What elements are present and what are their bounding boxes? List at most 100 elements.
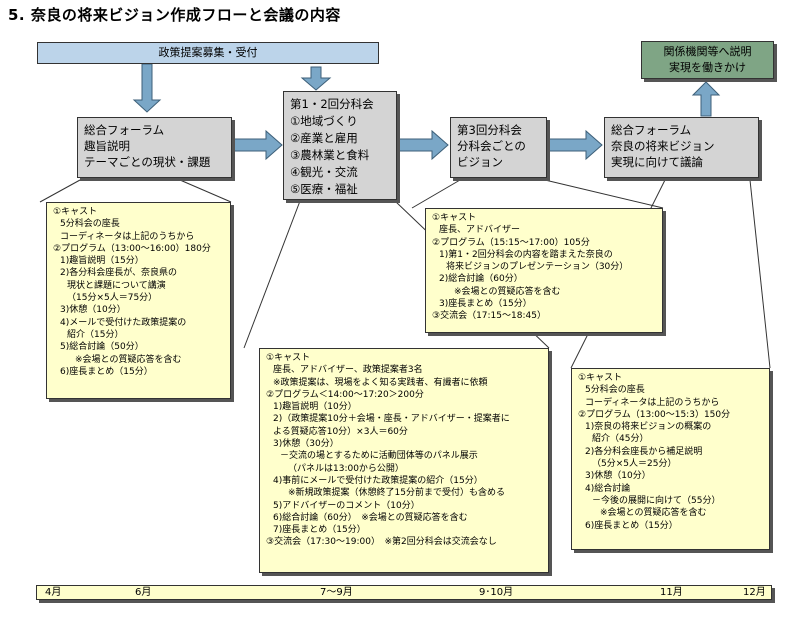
note-line: 2)（政策提案10分＋会場・座長・アドバイザー・提案者に [273,414,510,425]
note-line: ②プログラム＜14:00～17:20＞200分 [266,389,424,400]
callout-line-2a [243,200,301,349]
note-line: 現状と課題について講演 [67,280,166,291]
note-line: コーディネータは上記のうちから [60,231,195,242]
related-orgs-line: 実現を働きかけ [669,61,746,74]
note-line: 1)奈良の将来ビジョンの概案の [585,422,712,433]
timeline-month: 9･10月 [479,587,514,598]
forum1-line: 趣旨説明 [84,139,130,153]
note-line: 紹介（45分） [592,434,649,445]
arrow-down-1 [132,63,162,113]
note-line: 5)アドバイザーのコメント（10分） [273,500,420,511]
note-line: （15分×5人＝75分） [67,293,158,304]
timeline-month: 11月 [660,587,683,598]
note-line: －今後の展開に向けて（55分） [592,495,721,506]
subcommittee-3-line: ビジョン [457,155,503,169]
callout-line-1b [179,179,232,203]
note-line: ③交流会（17:30～19:00） ※第2回分科会は交流会なし [266,537,497,548]
arrow-down-2 [300,66,332,91]
arrow-right-2 [396,129,449,161]
subcommittee-theme: ②産業と雇用 [290,131,358,145]
note-line: （5分×5人＝25分） [592,459,677,470]
note-line: 3)休憩（10分） [585,471,651,482]
subcommittee-3-line: 第3回分科会 [457,123,522,137]
subcommittee-1-2-heading: 第1・2回分科会 [290,97,374,111]
callout-line-1a [39,179,81,203]
note-line: 6)座長まとめ（15分） [585,520,678,531]
note-line: 将来ビジョンのプレゼンテーション（30分） [446,262,629,273]
subcommittee-theme: ①地域づくり [290,114,358,128]
callout-line-3b [544,179,664,209]
note-line: 2)総合討論（60分） [439,274,523,285]
callout-line-3a [411,179,461,209]
note-line: 4)総合討論 [585,483,631,494]
arrow-up-1 [691,81,721,117]
note-line: ※会場との質疑応答を含む [75,354,182,365]
related-orgs-box: 関係機関等へ説明 実現を働きかけ [641,41,774,79]
note-line: ※政策提案は、現場をよく知る実践者、有識者に依頼 [273,377,488,388]
note-line: ①キャスト [578,373,623,383]
note-line: ①キャスト [432,213,477,223]
note-line: ※新規政策提案（休憩終了15分前まで受付）も含める [288,488,505,499]
note-line: 7)座長まとめ（15分） [273,525,366,536]
note-line: 6)総合討論（60分） ※会場との質疑応答を含む [273,512,468,523]
timeline-month: 6月 [135,587,152,598]
note-line: 6)座長まとめ（15分） [60,366,153,377]
note-line: ③交流会（17:15～18:45） [432,311,546,322]
note-line: 1)趣旨説明（15分） [60,256,144,267]
arrow-right-3 [547,129,603,161]
note-line: 3)座長まとめ（15分） [439,299,532,310]
forum2-box: 総合フォーラム 奈良の将来ビジョン 実現に向けて議論 [604,117,759,178]
subcommittee-theme: ⑤医療・福祉 [290,182,358,196]
note-line: 5)総合討論（50分） [60,342,144,353]
note-line: 座長、アドバイザー、政策提案者3名 [273,365,423,376]
note-line: 1)趣旨説明（10分） [273,402,357,413]
forum2-line: 実現に向けて議論 [611,155,703,169]
note-line: ①キャスト [53,207,98,217]
forum1-line: テーマごとの現状・課題 [84,155,211,169]
note-line: 1)第1・2回分科会の内容を踏まえた奈良の [439,249,613,260]
note-line: 座長、アドバイザー [439,225,521,236]
note-line: 4)メールで受付けた政策提案の [60,317,187,328]
subcommittee-theme: ③農林業と食料 [290,148,370,162]
arrow-right-1 [231,129,283,161]
timeline-month: 4月 [45,587,62,598]
timeline-month: 12月 [743,587,766,598]
note-line: ②プログラム（13:00～15:3）150分 [578,409,731,420]
forum2-line: 奈良の将来ビジョン [611,139,715,153]
note-line: ②プログラム（13:00～16:00）180分 [53,243,211,254]
timeline-month: 7～9月 [320,587,353,598]
callout-line-4b [749,179,771,369]
related-orgs-line: 関係機関等へ説明 [663,45,752,58]
subcommittee-3-box: 第3回分科会 分科会ごとの ビジョン [450,117,547,178]
note-line: －交流の場とするために活動団体等のパネル展示 [280,451,478,462]
policy-proposal-label: 政策提案募集・受付 [158,46,258,59]
note-line: ※会場との質疑応答を含む [600,508,707,519]
forum1-line: 総合フォーラム [84,123,165,137]
note-line: 2)各分科会座長が、奈良県の [60,268,178,279]
note-line: 5分科会の座長 [585,385,645,396]
note-line: 2)各分科会座長から補足説明 [585,446,703,457]
note-line: ①キャスト [266,353,311,363]
subcommittee-3-line: 分科会ごとの [457,139,526,153]
page-title: 5. 奈良の将来ビジョン作成フローと会議の内容 [8,6,341,24]
note-line: ※会場との質疑応答を含む [454,286,561,297]
timeline-bar: 4月 6月 7～9月 9･10月 11月 12月 [36,585,772,600]
note-line: 5分科会の座長 [60,219,120,230]
note-line: ②プログラム（15:15～17:00）105分 [432,237,590,248]
note-subcommittee-1-2: ①キャスト座長、アドバイザー、政策提案者3名※政策提案は、現場をよく知る実践者、… [259,348,549,573]
note-line: よる質疑応答10分）×3人＝60分 [273,426,408,437]
policy-proposal-box: 政策提案募集・受付 [37,42,379,64]
note-line: 紹介（15分） [67,329,124,340]
note-line: 3)休憩（30分） [273,439,339,450]
note-line: 3)休憩（10分） [60,305,126,316]
note-line: コーディネータは上記のうちから [585,397,720,408]
forum2-line: 総合フォーラム [611,123,692,137]
forum1-box: 総合フォーラム 趣旨説明 テーマごとの現状・課題 [77,117,232,178]
subcommittee-1-2-box: 第1・2回分科会 ①地域づくり ②産業と雇用 ③農林業と食料 ④観光・交流 ⑤医… [283,91,397,200]
note-line: 4)事前にメールで受付けた政策提案の紹介（15分） [273,475,483,486]
subcommittee-theme: ④観光・交流 [290,165,358,179]
note-line: （パネルは13:00から公開） [288,463,404,474]
